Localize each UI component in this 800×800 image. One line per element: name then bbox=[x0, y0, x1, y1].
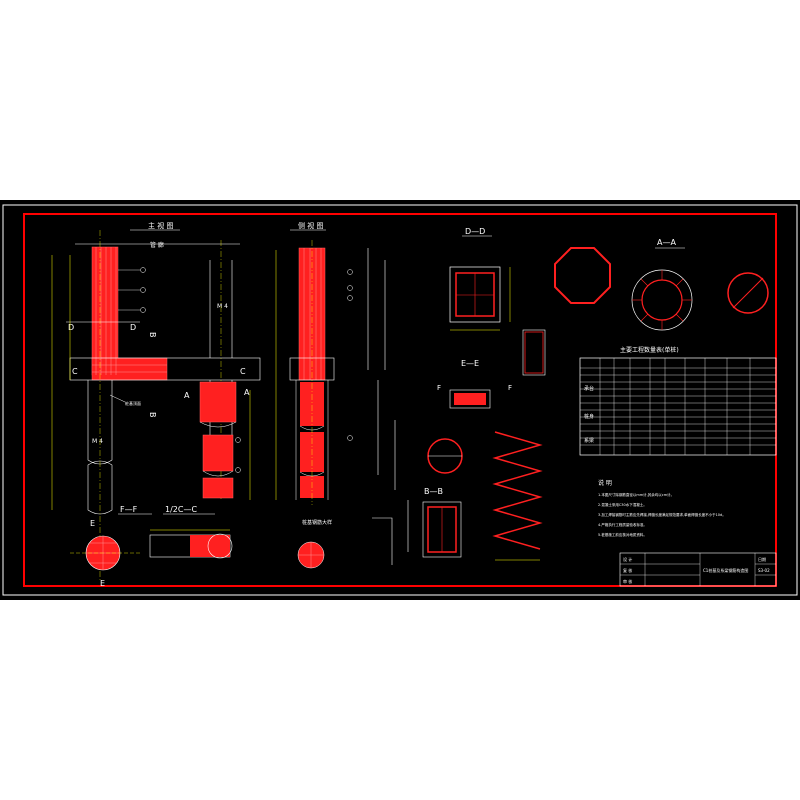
mark-e: E bbox=[90, 519, 95, 528]
svg-text:E—E: E—E bbox=[461, 359, 479, 368]
mark-d-right: D bbox=[130, 323, 136, 332]
svg-text:F—F: F—F bbox=[120, 505, 138, 514]
side-view: 侧 视 图 bbox=[275, 221, 353, 569]
svg-text:M 4: M 4 bbox=[217, 303, 228, 310]
svg-text:审 核: 审 核 bbox=[623, 578, 632, 584]
notes: 说 明 1.本图尺寸除钢筋直径以mm计,其余均以cm计。 2.混凝土采用C30水… bbox=[598, 479, 726, 537]
svg-text:1.本图尺寸除钢筋直径以mm计,其余均以cm计。: 1.本图尺寸除钢筋直径以mm计,其余均以cm计。 bbox=[598, 492, 674, 497]
octagon-stirrup bbox=[554, 247, 611, 304]
svg-text:2.混凝土采用C30水下混凝土。: 2.混凝土采用C30水下混凝土。 bbox=[598, 502, 647, 507]
section-aa: A—A bbox=[631, 238, 693, 331]
svg-text:复 核: 复 核 bbox=[623, 567, 632, 573]
svg-text:桩身: 桩身 bbox=[584, 413, 594, 420]
svg-text:侧 视 图: 侧 视 图 bbox=[298, 221, 323, 230]
svg-text:E: E bbox=[100, 579, 105, 588]
outer-border bbox=[2, 204, 798, 596]
svg-text:F: F bbox=[508, 384, 512, 392]
drawing-name: C1桩基及系梁钢筋构造图 bbox=[703, 567, 748, 573]
svg-text:承台: 承台 bbox=[584, 385, 594, 392]
drawing-svg: 主 视 图 管 廊 M 4 bbox=[2, 204, 798, 596]
svg-text:4.严格执行工程质量验收标准。: 4.严格执行工程质量验收标准。 bbox=[598, 522, 647, 527]
sheet-number: S3-02 bbox=[758, 568, 770, 573]
mark-c-right: C bbox=[240, 367, 246, 376]
mark-d-left: D bbox=[68, 323, 74, 332]
svg-text:A: A bbox=[244, 388, 250, 397]
svg-text:M 4: M 4 bbox=[92, 438, 103, 445]
svg-text:A—A: A—A bbox=[657, 238, 676, 247]
svg-text:1/2C—C: 1/2C—C bbox=[165, 505, 197, 514]
notes-heading: 说 明 bbox=[598, 479, 612, 487]
section-cc: 1/2C—C bbox=[149, 505, 233, 559]
rebar-details bbox=[367, 248, 409, 565]
svg-text:F: F bbox=[437, 384, 441, 392]
front-view-title: 主 视 图 bbox=[148, 221, 173, 230]
svg-text:B: B bbox=[148, 332, 157, 338]
svg-text:B: B bbox=[148, 412, 157, 418]
svg-text:B—B: B—B bbox=[424, 487, 443, 496]
svg-text:日期: 日期 bbox=[758, 556, 766, 562]
mark-a: A bbox=[184, 391, 190, 400]
svg-text:D—D: D—D bbox=[465, 227, 485, 236]
svg-text:3.加工焊接钢筋时主筋应先焊接,焊缝长度满足规范要求,单面焊: 3.加工焊接钢筋时主筋应先焊接,焊缝长度满足规范要求,单面焊缝长度不小于10d。 bbox=[598, 512, 726, 517]
section-bb: B—B bbox=[422, 487, 462, 558]
top-label: 管 廊 bbox=[150, 241, 164, 249]
quantity-table: 主要工程数量表(单桩) 承台 桩身 bbox=[579, 346, 777, 456]
svg-text:设 计: 设 计 bbox=[623, 556, 632, 562]
spiral-rebar bbox=[492, 431, 543, 550]
svg-text:桩基钢筋大样: 桩基钢筋大样 bbox=[302, 519, 332, 526]
title-block: 设 计 复 核 审 核 C1桩基及系梁钢筋构造图 S3-02 日期 bbox=[619, 552, 777, 587]
table-title: 主要工程数量表(单桩) bbox=[620, 346, 679, 354]
cad-drawing-sheet: 主 视 图 管 廊 M 4 bbox=[0, 200, 800, 600]
mark-c-left: C bbox=[72, 367, 78, 376]
svg-text:系梁: 系梁 bbox=[584, 437, 594, 444]
section-dd: D—D bbox=[449, 227, 511, 331]
svg-text:5.桩基施工前应核对地质资料。: 5.桩基施工前应核对地质资料。 bbox=[598, 532, 647, 537]
front-view: 主 视 图 管 廊 M 4 bbox=[51, 221, 261, 580]
section-ee: E—E F F bbox=[437, 359, 512, 409]
section-ff: F—F E bbox=[70, 505, 152, 588]
svg-text:桩基顶面: 桩基顶面 bbox=[125, 400, 141, 406]
